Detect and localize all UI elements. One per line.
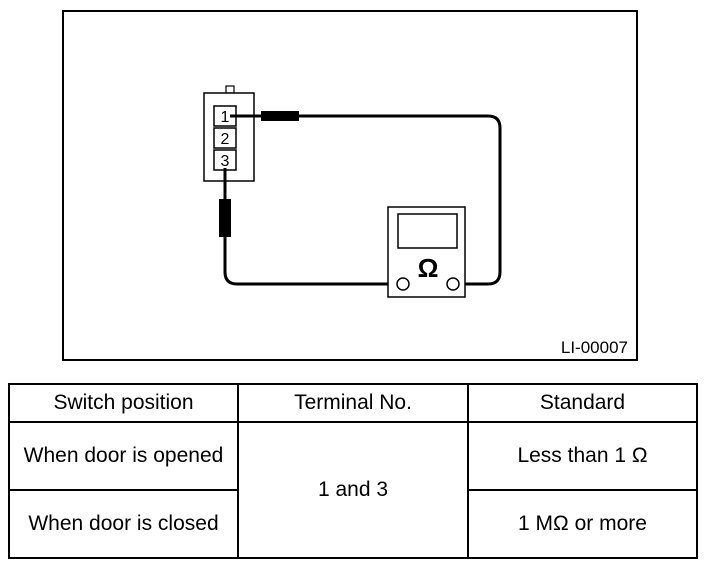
- circuit-diagram: 1 2 3 Ω LI-00007: [62, 10, 638, 361]
- spec-table: Switch position Terminal No. Standard Wh…: [8, 383, 698, 559]
- cell-standard: 1 MΩ or more: [467, 489, 698, 559]
- lead-wire-pin-1: [230, 114, 502, 286]
- ohm-symbol: Ω: [418, 253, 439, 283]
- pin-2-label: 2: [221, 131, 230, 148]
- cell-position: When door is opened: [8, 421, 239, 491]
- table-header-row: Switch position Terminal No. Standard: [8, 383, 698, 423]
- meter-terminal-left: [396, 277, 410, 291]
- ohmmeter: Ω: [387, 206, 466, 298]
- connector: 1 2 3: [203, 85, 255, 182]
- cell-standard: Less than 1 Ω: [467, 421, 698, 491]
- pin-3-label: 3: [221, 153, 230, 170]
- pin-1-label: 1: [221, 109, 230, 126]
- probe-tip-1: [261, 111, 299, 121]
- pin-2-box: [213, 127, 237, 149]
- meter-display: [397, 213, 458, 249]
- table-row: When door is closed 1 MΩ or more: [8, 489, 698, 559]
- figure-frame: [62, 10, 638, 361]
- header-standard: Standard: [467, 383, 698, 423]
- table-row: When door is opened 1 and 3 Less than 1 …: [8, 421, 698, 559]
- header-switch-position: Switch position: [8, 383, 239, 423]
- figure-id: LI-00007: [561, 338, 628, 357]
- header-terminal-no: Terminal No.: [237, 383, 469, 423]
- meter-terminal-right: [446, 277, 460, 291]
- cell-terminal: 1 and 3: [237, 421, 469, 559]
- probe-tip-3: [219, 199, 231, 237]
- lead-wire-pin-3: [223, 168, 397, 286]
- cell-position: When door is closed: [8, 489, 239, 559]
